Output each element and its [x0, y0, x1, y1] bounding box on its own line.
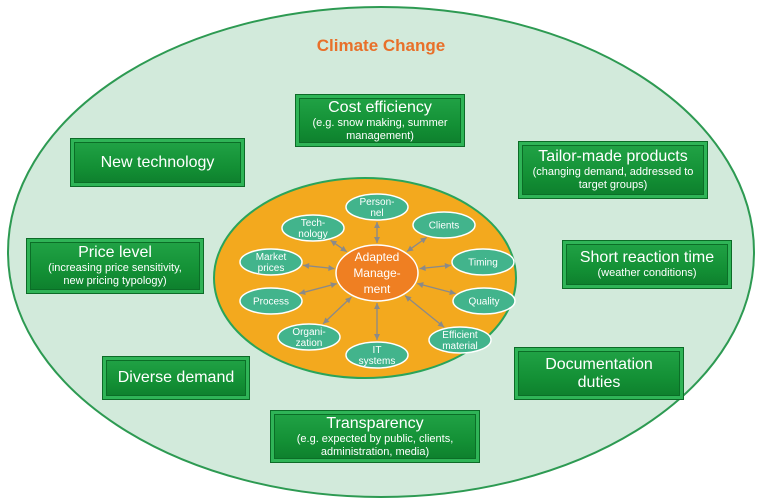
node-clients: Clients: [412, 211, 476, 239]
node-organization-shape: [277, 323, 341, 351]
node-efficient-material-label-1: Efficient: [442, 330, 478, 341]
box-transparency-sub-1: (e.g. expected by public, clients,: [296, 432, 454, 445]
arrow-clients: [406, 236, 428, 253]
box-documentation-title-2: duties: [577, 373, 621, 391]
box-transparency-title: Transparency: [326, 414, 424, 432]
box-short-reaction-title: Short reaction time: [579, 249, 715, 266]
nodes-group: Person-nelClientsTimingQualityEfficientm…: [239, 193, 516, 369]
node-process-shape: [239, 287, 303, 315]
node-organization: Organi-zation: [277, 323, 341, 351]
box-short-reaction-time: Short reaction time (weather conditions): [562, 240, 732, 289]
node-market-prices-label-2: prices: [258, 263, 285, 274]
node-personnel: Person-nel: [345, 193, 409, 221]
box-tailor-made-title: Tailor-made products: [538, 148, 688, 165]
arrow-quality: [417, 282, 456, 295]
node-it-systems-shape: [345, 341, 409, 369]
box-cost-efficiency-sub-1: (e.g. snow making, summer: [312, 116, 448, 129]
node-personnel-shape: [345, 193, 409, 221]
box-documentation-title: Documentation: [545, 355, 653, 373]
arrow-it-systems: [374, 303, 380, 340]
arrow-personnel: [374, 222, 380, 243]
node-technology: Tech-nology: [281, 214, 345, 242]
arrow-efficient-material: [404, 295, 445, 328]
node-timing-shape: [451, 248, 515, 276]
box-cost-efficiency-title: Cost efficiency: [328, 98, 432, 116]
box-tailor-made-products: Tailor-made products (changing demand, a…: [518, 141, 708, 199]
arrow-market-prices: [303, 262, 335, 271]
node-technology-shape: [281, 214, 345, 242]
arrow-organization: [322, 296, 352, 325]
arrow-process: [298, 282, 337, 295]
node-technology-label-1: Tech-: [301, 218, 325, 229]
node-market-prices-shape: [239, 248, 303, 276]
center-ellipse: [335, 244, 419, 302]
diagram-title: Climate Change: [316, 36, 446, 55]
center-label-line-2: Manage-: [353, 266, 400, 280]
node-quality-shape: [452, 287, 516, 315]
node-timing: Timing: [451, 248, 515, 276]
box-cost-efficiency: Cost efficiency (e.g. snow making, summe…: [295, 94, 465, 147]
node-organization-label-2: zation: [296, 338, 323, 349]
box-short-reaction-sub-1: (weather conditions): [597, 267, 697, 279]
box-cost-efficiency-sub-2: management): [346, 129, 414, 142]
box-tailor-made-sub-1: (changing demand, addressed to: [532, 166, 694, 178]
box-price-level-title: Price level: [78, 244, 152, 261]
node-process-label-1: Process: [253, 297, 289, 308]
box-tailor-made-sub-2: target groups): [578, 179, 648, 191]
box-diverse-demand-title: Diverse demand: [117, 369, 235, 386]
box-price-level-sub-2: new pricing typology): [63, 275, 167, 287]
box-new-technology: New technology: [70, 138, 245, 187]
node-it-systems-label-2: systems: [359, 356, 396, 367]
center-node: Adapted Manage- ment: [335, 244, 419, 302]
node-organization-label-1: Organi-: [292, 327, 325, 338]
box-transparency-sub-2: administration, media): [320, 445, 430, 458]
arrow-technology: [330, 239, 348, 253]
node-quality: Quality: [452, 287, 516, 315]
arrows-group: [298, 222, 456, 340]
box-documentation-duties: Documentation duties: [514, 347, 684, 400]
node-market-prices-label-1: Market: [256, 252, 287, 263]
node-personnel-label-1: Person-: [359, 197, 394, 208]
node-technology-label-2: nology: [298, 229, 327, 240]
node-clients-label-1: Clients: [429, 221, 460, 232]
arrow-timing: [419, 262, 451, 271]
node-process: Process: [239, 287, 303, 315]
center-label-line-3: ment: [364, 282, 391, 296]
node-personnel-label-2: nel: [370, 208, 383, 219]
node-efficient-material-label-2: material: [442, 341, 478, 352]
box-price-level: Price level (increasing price sensitivit…: [26, 238, 204, 294]
box-diverse-demand: Diverse demand: [102, 356, 250, 400]
node-efficient-material-shape: [428, 326, 492, 354]
node-quality-label-1: Quality: [468, 297, 499, 308]
center-label-line-1: Adapted: [355, 250, 400, 264]
box-price-level-sub-1: (increasing price sensitivity,: [48, 262, 182, 274]
node-it-systems-label-1: IT: [373, 345, 382, 356]
box-new-technology-title: New technology: [100, 153, 215, 171]
node-clients-shape: [412, 211, 476, 239]
box-transparency: Transparency (e.g. expected by public, c…: [270, 410, 480, 463]
node-timing-label-1: Timing: [468, 258, 498, 269]
